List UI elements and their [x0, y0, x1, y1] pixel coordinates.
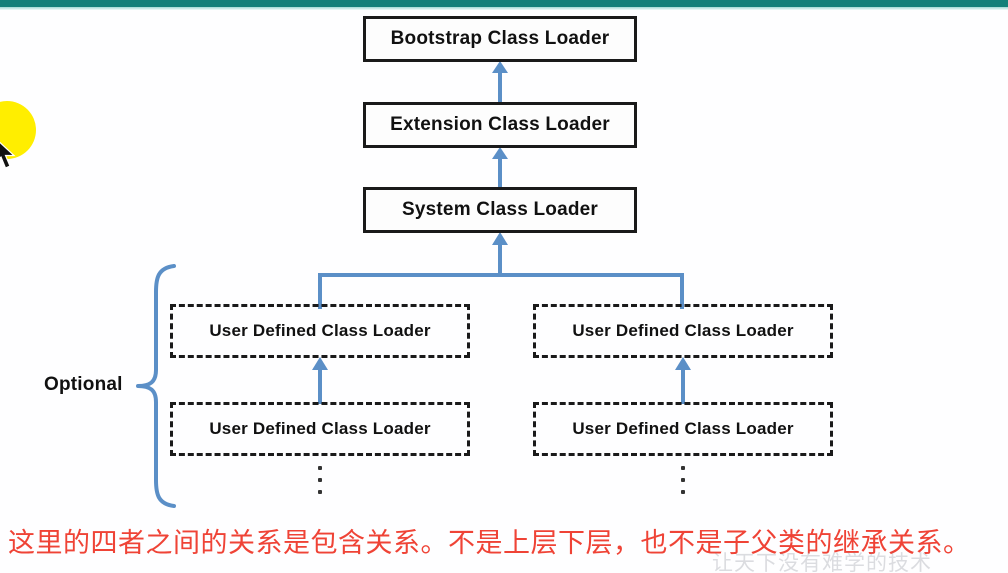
subtitle-caption: 这里的四者之间的关系是包含关系。不是上层下层，也不是子父类的继承关系。 — [8, 528, 971, 559]
box-extension-class-loader-label: Extension Class Loader — [390, 114, 610, 135]
box-bootstrap-class-loader-label: Bootstrap Class Loader — [390, 28, 610, 49]
box-user-defined-class-loader-top-right-label: User Defined Class Loader — [572, 321, 794, 340]
optional-label: Optional — [44, 374, 123, 395]
ellipsis-dot — [680, 478, 685, 482]
box-user-defined-class-loader-bottom-right[interactable]: User Defined Class Loader — [533, 402, 833, 456]
ellipsis-dot — [680, 466, 685, 470]
top-accent-bar — [0, 0, 1008, 7]
ellipsis-dot — [317, 478, 322, 482]
connector-userloaders-to-system — [318, 232, 684, 309]
box-system-class-loader[interactable]: System Class Loader — [363, 187, 637, 233]
box-user-defined-class-loader-top-right[interactable]: User Defined Class Loader — [533, 304, 833, 358]
arrow-bottomright-to-topright — [675, 357, 691, 404]
top-accent-bar-underline — [0, 7, 1008, 10]
box-user-defined-class-loader-top-left-label: User Defined Class Loader — [209, 321, 431, 340]
ellipsis-dot — [317, 490, 322, 494]
ellipsis-right — [680, 466, 685, 494]
watermark-text: 让天下没有难学的技术 — [712, 551, 932, 573]
box-system-class-loader-label: System Class Loader — [402, 199, 598, 220]
ellipsis-left — [317, 466, 322, 494]
box-user-defined-class-loader-bottom-left[interactable]: User Defined Class Loader — [170, 402, 470, 456]
mouse-pointer-icon — [0, 141, 16, 169]
ellipsis-dot — [317, 466, 322, 470]
ellipsis-dot — [680, 490, 685, 494]
arrow-extension-to-bootstrap — [492, 61, 508, 106]
optional-curly-brace — [136, 264, 176, 508]
box-user-defined-class-loader-bottom-right-label: User Defined Class Loader — [572, 419, 794, 438]
box-extension-class-loader[interactable]: Extension Class Loader — [363, 102, 637, 148]
box-bootstrap-class-loader[interactable]: Bootstrap Class Loader — [363, 16, 637, 62]
box-user-defined-class-loader-bottom-left-label: User Defined Class Loader — [209, 419, 431, 438]
box-user-defined-class-loader-top-left[interactable]: User Defined Class Loader — [170, 304, 470, 358]
arrow-system-to-extension — [492, 147, 508, 191]
arrow-bottomleft-to-topleft — [312, 357, 328, 404]
